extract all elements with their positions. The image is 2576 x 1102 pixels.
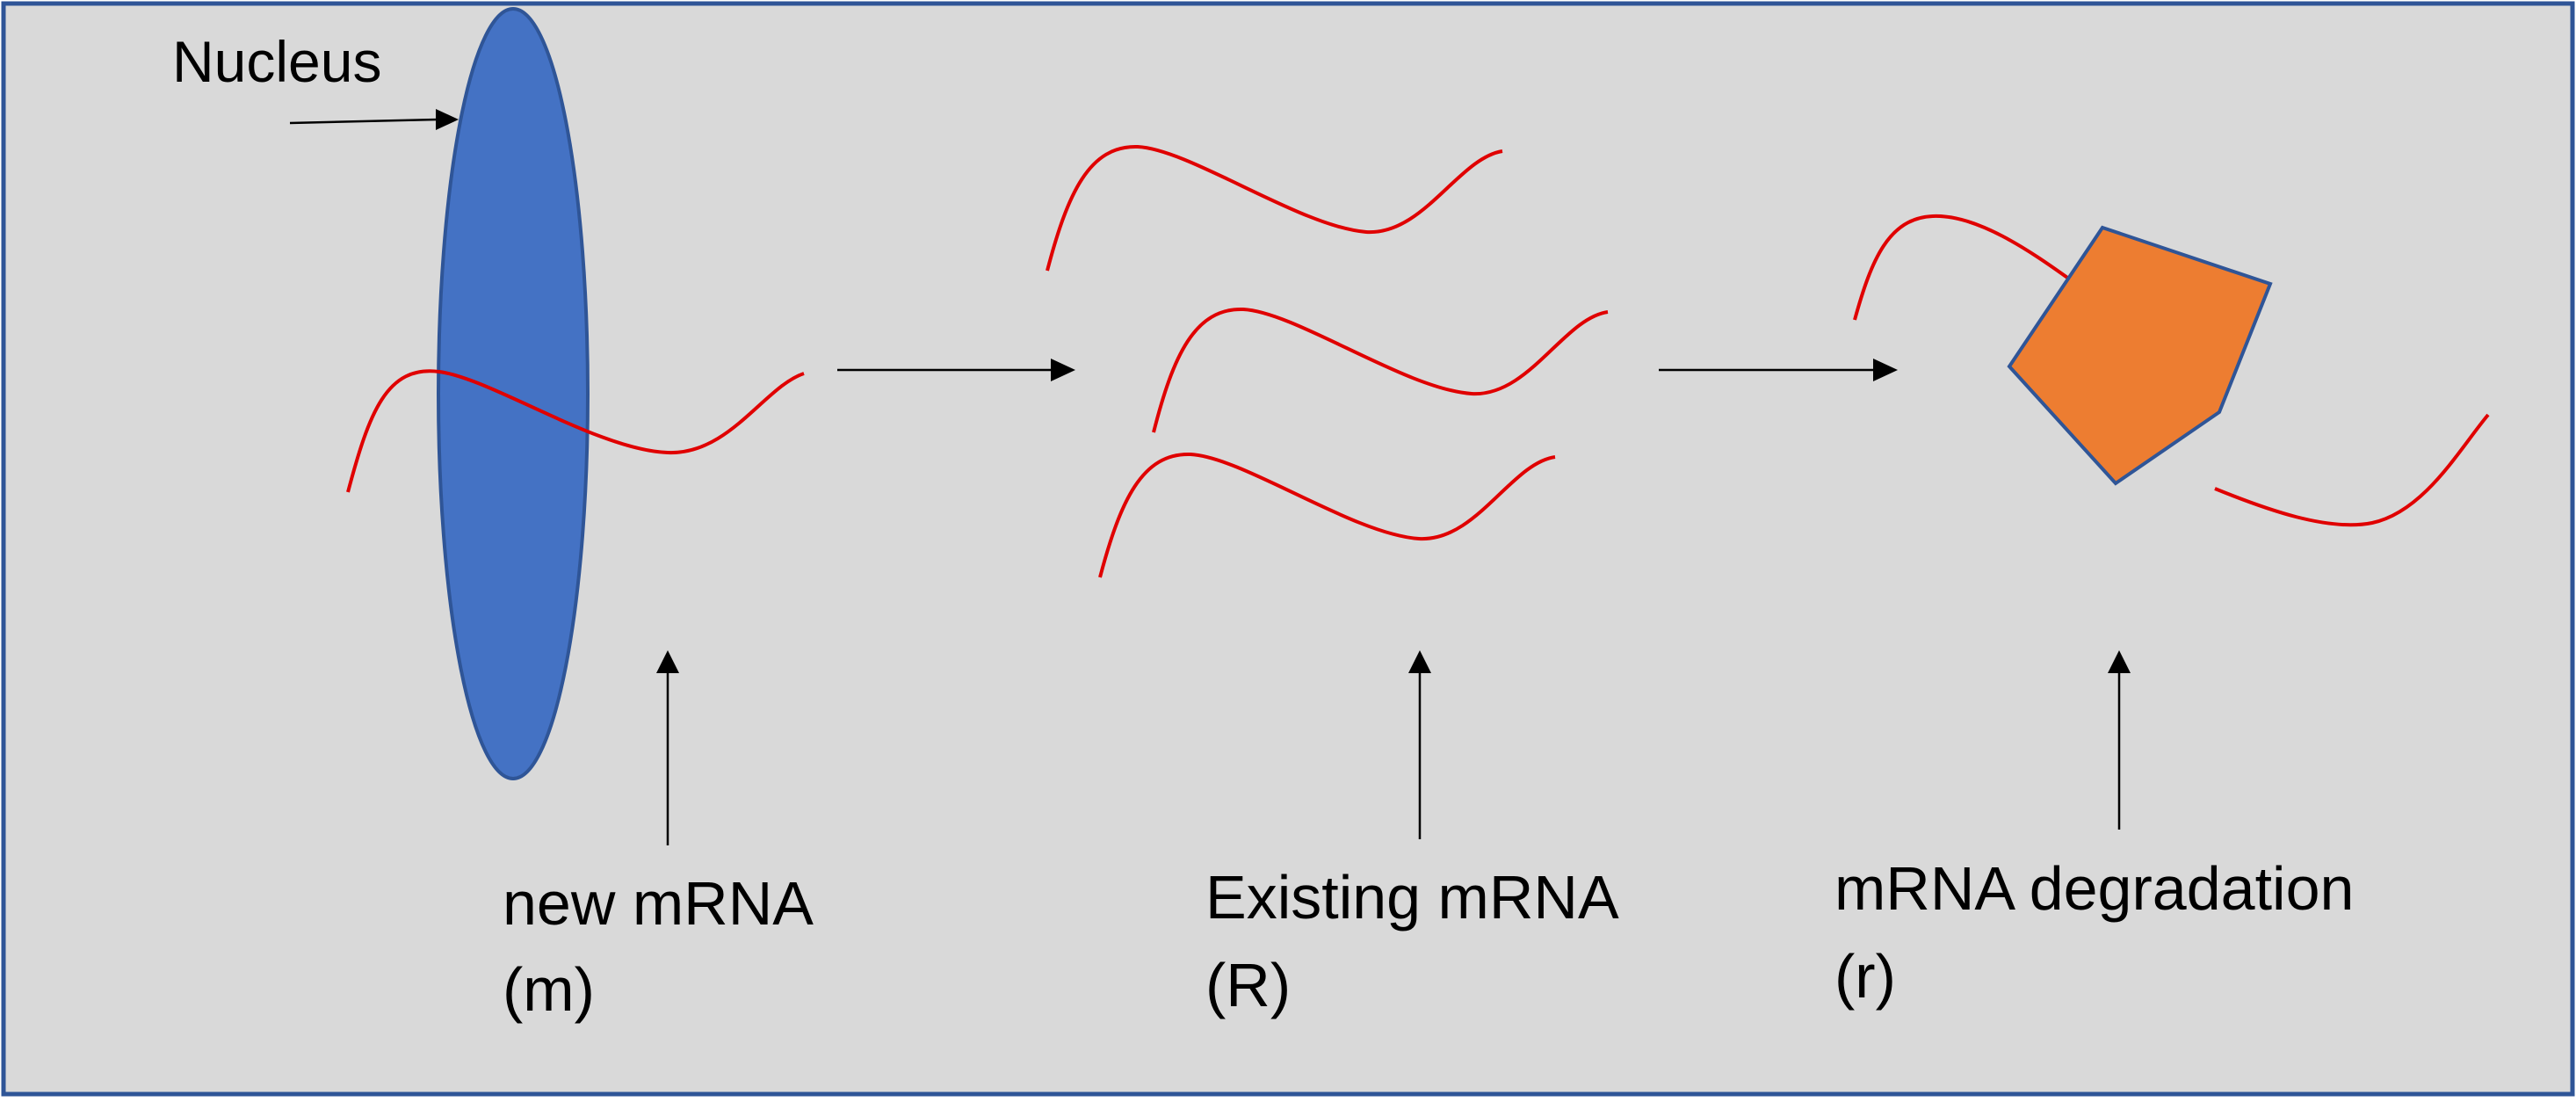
flow-arrow-1-head bbox=[1051, 359, 1075, 381]
existing-mrna-label: Existing mRNA bbox=[1205, 863, 1619, 932]
degradation-pointer-head bbox=[2108, 650, 2131, 673]
nucleus-pointer-arrow-shaft bbox=[289, 118, 438, 125]
existing-mrna-strand-3 bbox=[1098, 452, 1556, 578]
nucleus-pointer-arrowhead bbox=[436, 109, 459, 130]
nucleus-label: Nucleus bbox=[172, 29, 381, 94]
existing-mrna-symbol: (R) bbox=[1205, 951, 1291, 1019]
new-mrna-strand bbox=[346, 369, 805, 493]
degraded-mrna-fragment-left bbox=[1853, 214, 2072, 321]
degradation-label: mRNA degradation bbox=[1834, 854, 2354, 923]
new-mrna-symbol: (m) bbox=[503, 955, 595, 1024]
existing-mrna-strand-1 bbox=[1046, 144, 1503, 272]
nucleus-icon bbox=[437, 7, 590, 780]
existing-mrna-pointer-head bbox=[1408, 650, 1431, 673]
flow-arrow-2-head bbox=[1873, 359, 1898, 381]
new-mrna-label: new mRNA bbox=[503, 869, 814, 938]
new-mrna-pointer-head bbox=[656, 650, 679, 673]
degrader-pentagon-icon bbox=[2007, 225, 2273, 486]
existing-mrna-strand-2 bbox=[1152, 307, 1609, 433]
degraded-mrna-fragment-right bbox=[2214, 413, 2490, 527]
degradation-symbol: (r) bbox=[1834, 942, 1896, 1011]
